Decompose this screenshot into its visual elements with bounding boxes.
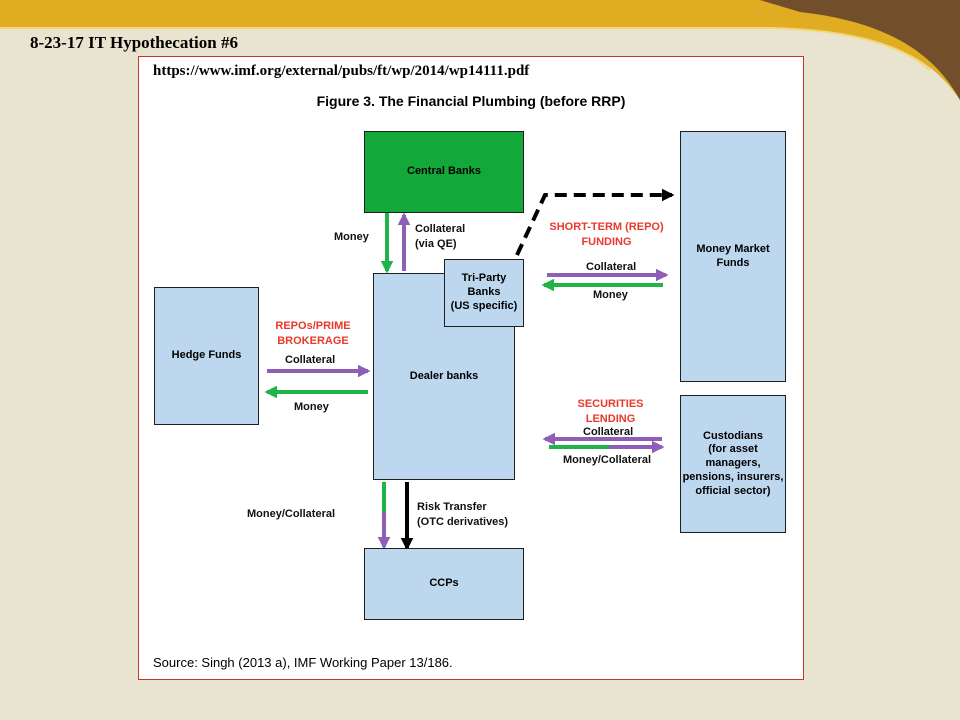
dealer-banks-label: Dealer banks xyxy=(409,369,479,382)
ccp-money-collateral-label: Money/Collateral xyxy=(247,508,336,520)
custodians-label: Custodians (for asset managers, pensions… xyxy=(682,429,784,497)
hf-money-label: Money xyxy=(294,401,329,413)
hedge-funds-box: Hedge Funds xyxy=(154,287,259,425)
cb-money-label: Money xyxy=(334,231,369,243)
figure-source-caption: Source: Singh (2013 a), IMF Working Pape… xyxy=(153,655,453,670)
tri-party-banks-label: Tri-Party Banks (US specific) xyxy=(450,272,518,312)
central-banks-label: Central Banks xyxy=(407,165,481,178)
figure-panel: https://www.imf.org/external/pubs/ft/wp/… xyxy=(138,56,804,680)
flow-arrows xyxy=(264,188,675,551)
custodians-box: Custodians (for asset managers, pensions… xyxy=(680,395,786,533)
source-url[interactable]: https://www.imf.org/external/pubs/ft/wp/… xyxy=(153,63,530,79)
repo-brokerage-heading: REPOs/PRIME BROKERAGE xyxy=(275,320,351,347)
ccps-label: CCPs xyxy=(429,577,459,590)
cb-collateral-label: Collateral (via QE) xyxy=(415,223,466,250)
hedge-funds-label: Hedge Funds xyxy=(171,349,242,362)
slide-title: 8-23-17 IT Hypothecation #6 xyxy=(30,33,238,52)
hf-collateral-label: Collateral xyxy=(285,354,336,366)
cust-collateral-label: Collateral xyxy=(583,426,634,438)
figure-title: Figure 3. The Financial Plumbing (before… xyxy=(316,93,626,109)
mmf-money-label: Money xyxy=(593,289,628,301)
slide-header-banner xyxy=(0,0,960,100)
risk-transfer-label: Risk Transfer (OTC derivatives) xyxy=(417,501,509,528)
cust-money-collateral-label: Money/Collateral xyxy=(563,454,652,466)
mmf-collateral-label: Collateral xyxy=(586,261,637,273)
money-market-funds-box: Money Market Funds xyxy=(680,131,786,382)
tri-party-banks-box: Tri-Party Banks (US specific) xyxy=(444,259,524,327)
central-banks-box: Central Banks xyxy=(364,131,524,213)
securities-lending-heading: SECURITIES LENDING xyxy=(577,398,644,425)
money-market-funds-label: Money Market Funds xyxy=(696,242,770,269)
ccps-box: CCPs xyxy=(364,548,524,620)
st-funding-dashed-arrow xyxy=(515,188,675,256)
short-term-funding-heading: SHORT-TERM (REPO) FUNDING xyxy=(549,221,664,248)
